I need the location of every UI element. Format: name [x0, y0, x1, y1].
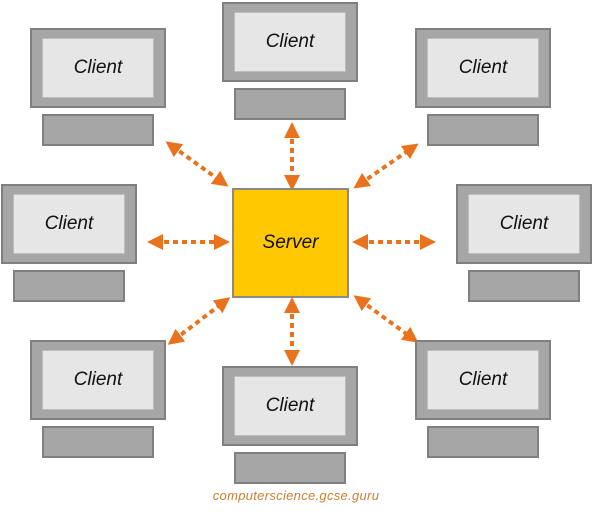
system-unit [42, 114, 154, 146]
client-label: Client [73, 369, 123, 390]
monitor: Client [30, 28, 166, 108]
client-label: Client [265, 31, 315, 52]
monitor: Client [415, 340, 551, 420]
system-unit [468, 270, 580, 302]
screen: Client [427, 38, 539, 98]
screen: Client [42, 350, 154, 410]
client-top: Client [222, 2, 358, 148]
screen: Client [468, 194, 580, 254]
system-unit [234, 452, 346, 484]
system-unit [427, 114, 539, 146]
screen: Client [234, 12, 346, 72]
client-label: Client [265, 395, 315, 416]
arrow-top-right [353, 143, 419, 189]
client-bottom-right: Client [415, 340, 551, 486]
client-label: Client [499, 213, 549, 234]
monitor: Client [1, 184, 137, 264]
arrow-top-left [165, 141, 229, 187]
client-label: Client [73, 57, 123, 78]
monitor: Client [30, 340, 166, 420]
client-bottom-left: Client [30, 340, 166, 486]
client-label: Client [458, 57, 508, 78]
system-unit [42, 426, 154, 458]
client-right: Client [456, 184, 592, 330]
client-label: Client [44, 213, 94, 234]
screen: Client [13, 194, 125, 254]
screen: Client [427, 350, 539, 410]
client-label: Client [458, 369, 508, 390]
client-bottom: Client [222, 366, 358, 512]
monitor: Client [415, 28, 551, 108]
system-unit [13, 270, 125, 302]
monitor: Client [222, 366, 358, 446]
server-label: Server [262, 232, 319, 253]
client-top-right: Client [415, 28, 551, 174]
monitor: Client [456, 184, 592, 264]
system-unit [427, 426, 539, 458]
client-top-left: Client [30, 28, 166, 174]
server-node: Server [232, 188, 349, 298]
monitor: Client [222, 2, 358, 82]
arrow-bottom-right [353, 295, 419, 343]
system-unit [234, 88, 346, 120]
client-left: Client [1, 184, 137, 330]
screen: Client [234, 376, 346, 436]
arrow-bottom-left [167, 297, 231, 345]
screen: Client [42, 38, 154, 98]
footer-credit: computerscience.gcse.guru [212, 488, 380, 503]
